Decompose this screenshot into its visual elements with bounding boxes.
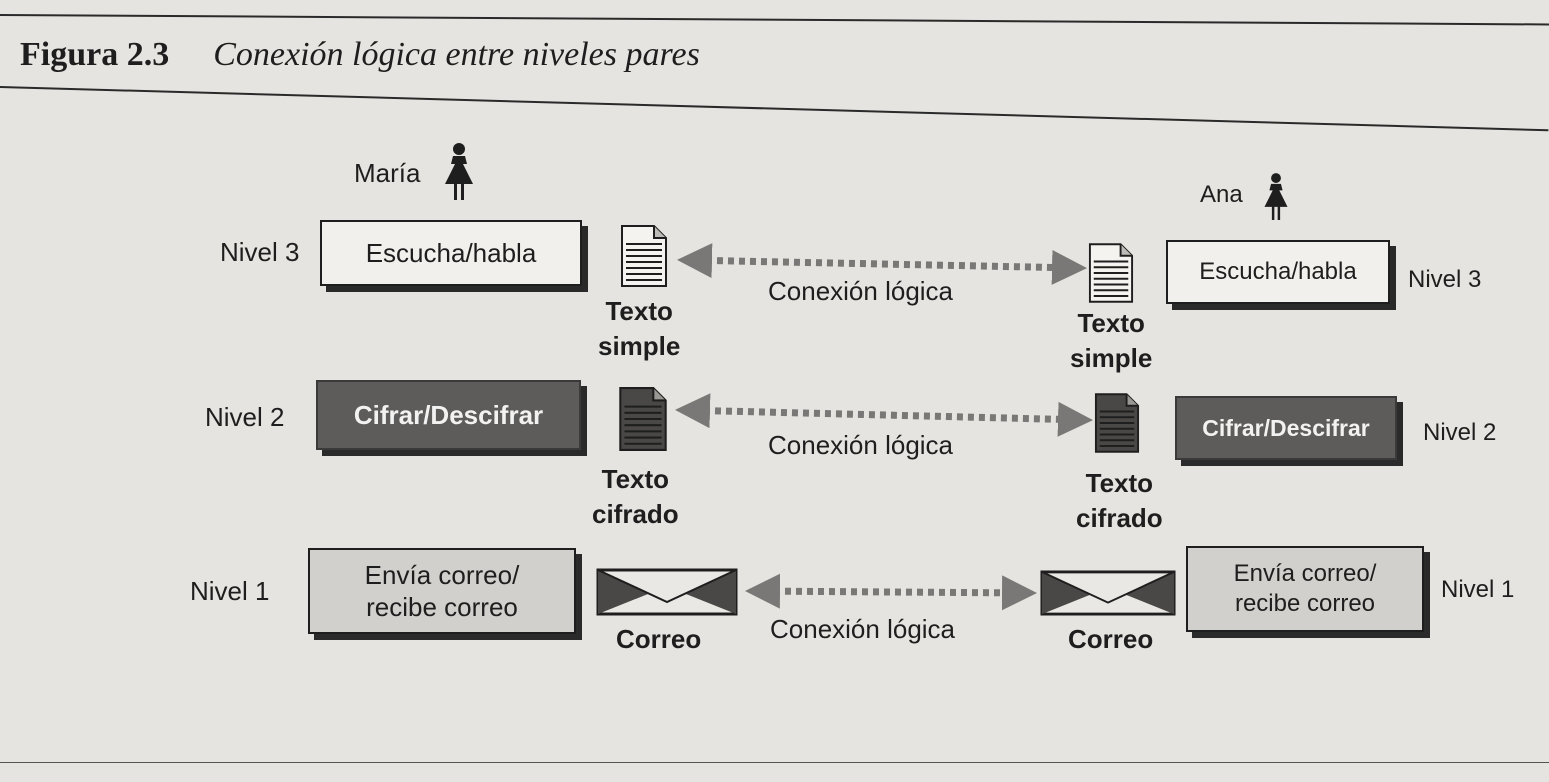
encrypted-document-icon [1094, 393, 1140, 453]
person-icon [1264, 173, 1288, 221]
figure-number: Figura 2.3 [20, 36, 170, 73]
right-level-2-box: Cifrar/Descifrar [1175, 396, 1397, 460]
left-level-1-box: Envía correo/ recibe correo [308, 548, 576, 634]
left-cipher-text-label: Texto cifrado [592, 464, 679, 530]
right-level-3-box: Escucha/habla [1166, 240, 1390, 304]
document-icon [1088, 243, 1134, 303]
caption-rule [0, 86, 1549, 132]
right-level-2-label: Nivel 2 [1423, 419, 1497, 446]
level-1-connection-arrow [745, 573, 1037, 611]
left-mail-label: Correo [616, 624, 702, 654]
right-cipher-text-label: Texto cifrado [1076, 468, 1163, 534]
figure-caption: Figura 2.3 Conexión lógica entre niveles … [20, 36, 700, 74]
left-level-3-box: Escucha/habla [320, 220, 582, 286]
level-2-connection-arrow [675, 393, 1093, 437]
left-level-2-box: Cifrar/Descifrar [316, 380, 581, 450]
right-level-1-label: Nivel 1 [1441, 576, 1515, 603]
left-level-3-label: Nivel 3 [220, 237, 300, 267]
right-mail-label: Correo [1068, 624, 1154, 654]
person-icon [445, 143, 473, 200]
right-level-3-label: Nivel 3 [1408, 266, 1482, 293]
level-2-connection-label: Conexión lógica [768, 430, 954, 460]
level-3-connection-label: Conexión lógica [768, 276, 954, 306]
left-plain-text-label: Texto simple [598, 296, 681, 362]
document-icon [621, 225, 667, 287]
right-level-1-box: Envía correo/ recibe correo [1186, 546, 1424, 632]
left-level-1-label: Nivel 1 [190, 576, 270, 606]
bottom-rule [0, 762, 1549, 763]
level-3-connection-arrow [677, 243, 1087, 285]
right-user-name: Ana [1200, 181, 1243, 208]
left-level-2-label: Nivel 2 [205, 402, 285, 432]
left-user-name: María [354, 158, 421, 188]
figure-title: Conexión lógica entre niveles pares [213, 36, 700, 73]
right-plain-text-label: Texto simple [1070, 308, 1153, 374]
level-1-connection-label: Conexión lógica [770, 614, 956, 644]
envelope-icon [1040, 570, 1176, 616]
top-rule [0, 14, 1549, 26]
envelope-icon [596, 568, 738, 616]
encrypted-document-icon [619, 387, 667, 451]
